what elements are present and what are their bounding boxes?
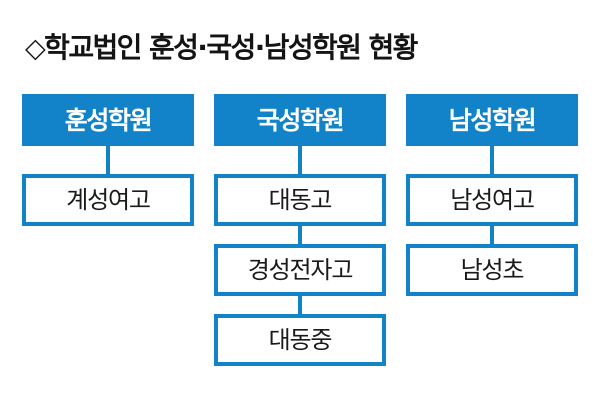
- connector-gukseong-0: [298, 146, 302, 174]
- org-node-hunseong-1[interactable]: 계성여고: [22, 174, 194, 226]
- page-title-text: 학교법인 훈성·국성·남성학원 현황: [44, 31, 418, 64]
- org-column-namseong: 남성학원 남성여고 남성초: [406, 94, 578, 394]
- connector-gukseong-2: [298, 296, 302, 314]
- org-root-namseong[interactable]: 남성학원: [406, 94, 578, 146]
- diamond-bullet-icon: ◇: [25, 32, 46, 64]
- page-title: ◇학교법인 훈성·국성·남성학원 현황: [25, 26, 585, 70]
- org-column-gukseong: 국성학원 대동고 경성전자고 대동중: [214, 94, 386, 394]
- org-node-gukseong-2[interactable]: 경성전자고: [214, 244, 386, 296]
- org-root-gukseong[interactable]: 국성학원: [214, 94, 386, 146]
- org-node-namseong-2[interactable]: 남성초: [406, 244, 578, 296]
- org-node-gukseong-1[interactable]: 대동고: [214, 174, 386, 226]
- org-root-hunseong[interactable]: 훈성학원: [22, 94, 194, 146]
- org-column-hunseong: 훈성학원 계성여고: [22, 94, 194, 394]
- connector-namseong-0: [490, 146, 494, 174]
- org-node-namseong-1[interactable]: 남성여고: [406, 174, 578, 226]
- connector-hunseong-0: [106, 146, 110, 174]
- org-node-gukseong-3[interactable]: 대동중: [214, 314, 386, 366]
- connector-namseong-1: [490, 226, 494, 244]
- org-columns: 훈성학원 계성여고 국성학원 대동고 경성전자고 대동중 남성학원 남성여고 남…: [22, 94, 578, 394]
- connector-gukseong-1: [298, 226, 302, 244]
